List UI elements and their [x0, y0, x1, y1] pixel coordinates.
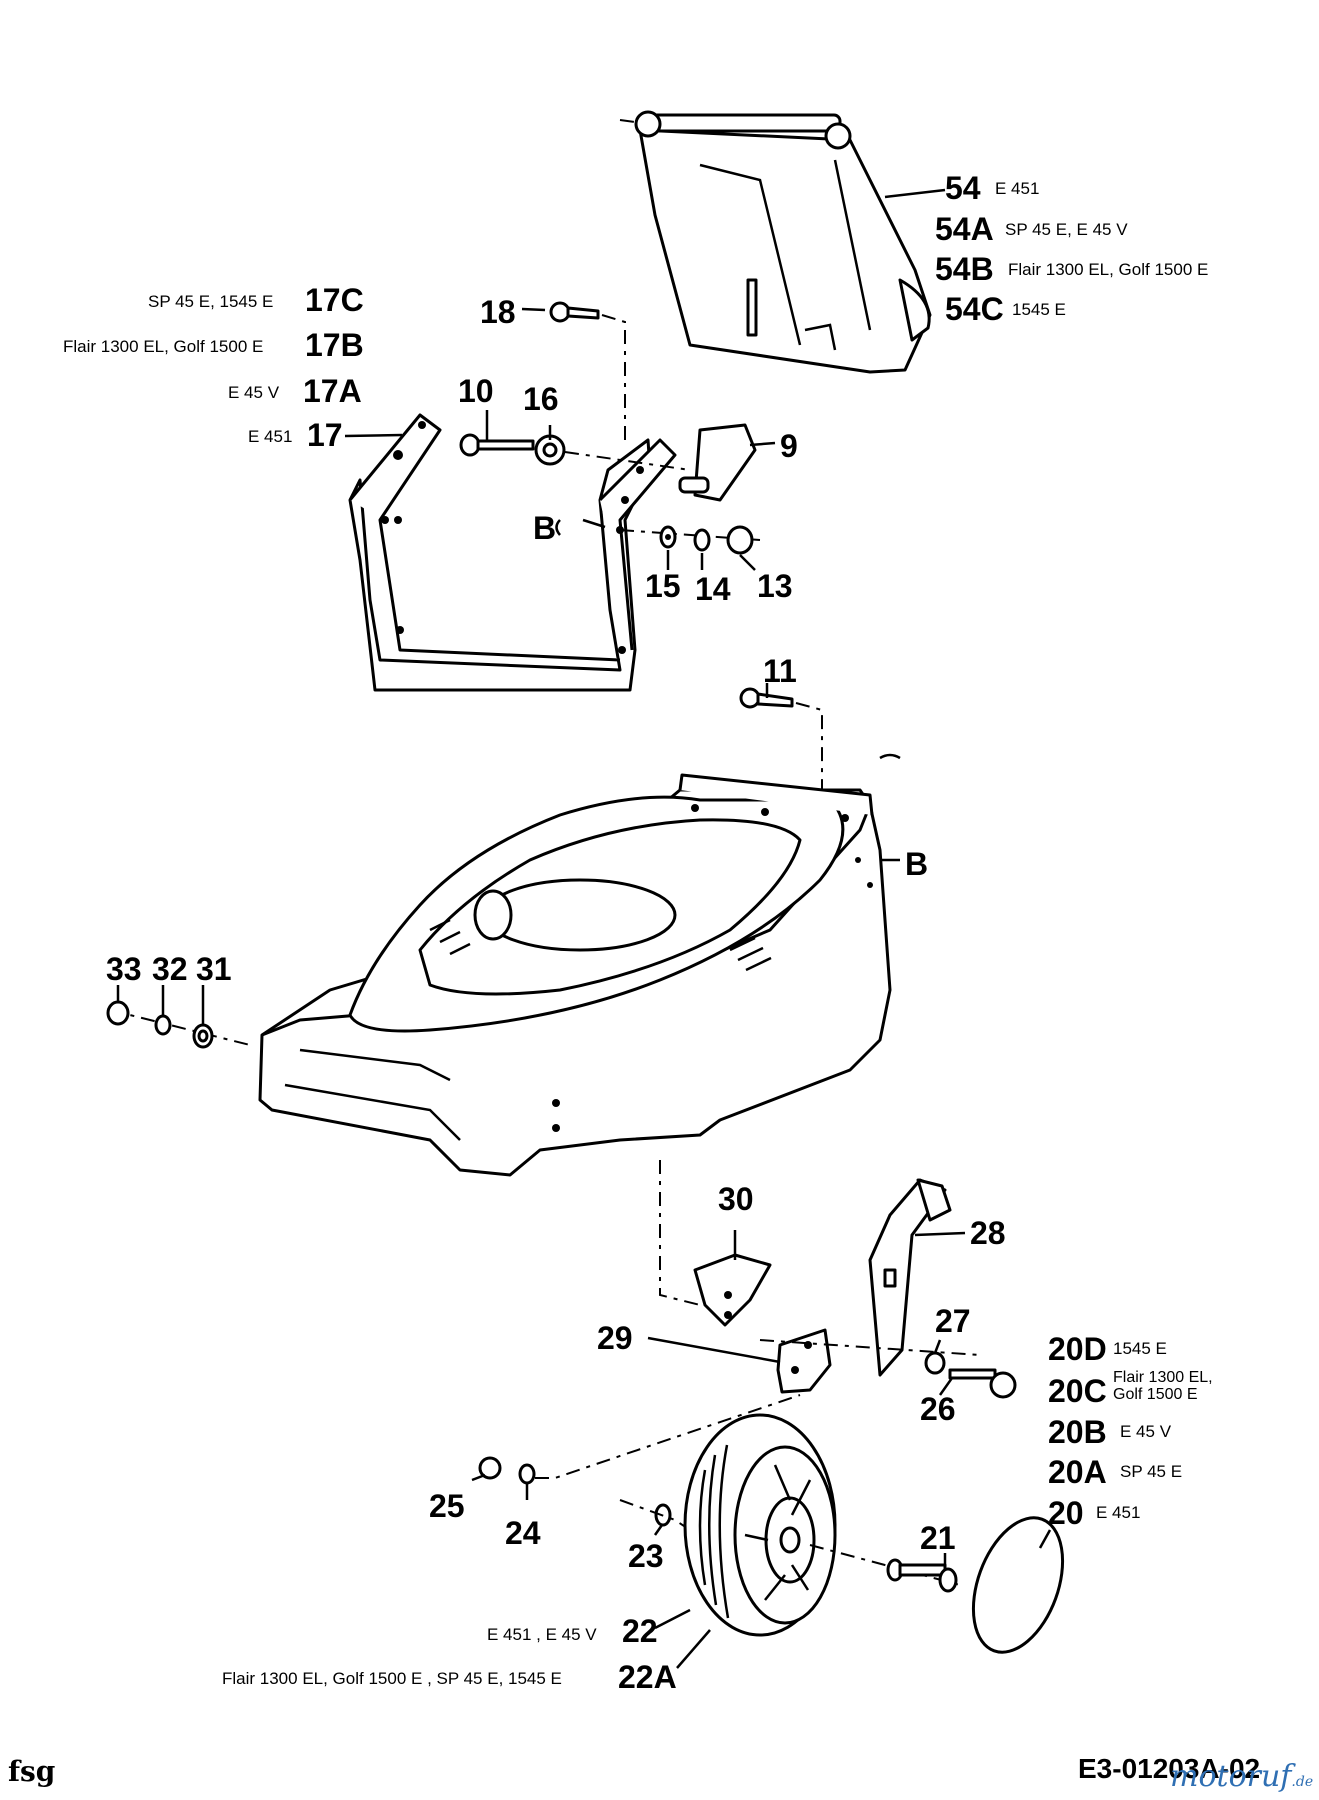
label-22A: 22A: [618, 1659, 677, 1695]
bolt-10-and-nut-16: [459, 433, 691, 471]
bracket-29: [776, 1328, 832, 1394]
label-30: 30: [718, 1181, 754, 1217]
fasteners-31-32-33: [106, 1000, 251, 1049]
label-9: 9: [780, 428, 798, 464]
label-32: 32: [152, 951, 188, 987]
bracket-30: [693, 1253, 772, 1327]
label-20D: 20D: [1048, 1331, 1107, 1367]
bolt-26-and-nut-27: [924, 1351, 1017, 1399]
drawing-code: E3-01203A-02: [1078, 1753, 1261, 1784]
label-23: 23: [628, 1538, 664, 1574]
label-33: 33: [106, 951, 142, 987]
footer-left-mark: fsg: [8, 1755, 56, 1788]
note-17: E 451: [248, 427, 293, 446]
height-adjuster-28: [868, 1178, 952, 1377]
label-17A: 17A: [303, 373, 362, 409]
label-17: 17: [307, 417, 343, 453]
screw-18: [549, 301, 626, 440]
clamp-9: [678, 423, 757, 502]
note-54: E 451: [995, 179, 1040, 198]
leader-lines: [116, 188, 1052, 1669]
mower-deck: [258, 773, 892, 1177]
fasteners-24-25: [478, 1394, 801, 1485]
label-27: 27: [935, 1303, 971, 1339]
hubcap-20: [971, 1516, 1065, 1654]
label-54A: 54A: [935, 211, 994, 247]
note-22: E 451 , E 45 V: [487, 1625, 597, 1644]
label-24: 24: [505, 1515, 541, 1551]
note-54C: 1545 E: [1012, 300, 1066, 319]
note-22A: Flair 1300 EL, Golf 1500 E , SP 45 E, 15…: [222, 1669, 562, 1688]
label-25: 25: [429, 1488, 465, 1524]
label-B-lower: B: [905, 846, 929, 882]
watermark-name: motoruf: [1170, 1759, 1292, 1794]
label-18: 18: [480, 294, 516, 330]
label-16: 16: [523, 381, 559, 417]
note-20B: E 45 V: [1120, 1422, 1172, 1441]
fasteners-13-14-15: [619, 525, 761, 555]
label-20: 20: [1048, 1495, 1084, 1531]
label-28: 28: [970, 1215, 1006, 1251]
label-21: 21: [920, 1520, 956, 1556]
wheel-22: [683, 1413, 837, 1637]
label-26: 26: [920, 1391, 956, 1427]
label-B-upper: B: [533, 510, 557, 546]
note-20: E 451: [1096, 1503, 1141, 1522]
label-11: 11: [763, 653, 797, 689]
label-20A: 20A: [1048, 1454, 1107, 1490]
label-54B: 54B: [935, 251, 994, 287]
grass-catcher: [619, 110, 932, 374]
label-15: 15: [645, 568, 681, 604]
note-54A: SP 45 E, E 45 V: [1005, 220, 1128, 239]
bolt-21: [809, 1544, 961, 1593]
note-54B: Flair 1300 EL, Golf 1500 E: [1008, 260, 1209, 279]
watermark: motoruf.de: [1170, 1762, 1313, 1792]
note-17C: SP 45 E, 1545 E: [148, 292, 274, 311]
label-13: 13: [757, 568, 793, 604]
label-54C: 54C: [945, 291, 1004, 327]
label-17C: 17C: [305, 282, 364, 318]
label-29: 29: [597, 1320, 633, 1356]
label-54: 54: [945, 170, 981, 206]
note-20D: 1545 E: [1113, 1339, 1167, 1358]
note-20A: SP 45 E: [1120, 1462, 1183, 1481]
label-31: 31: [196, 951, 232, 987]
label-10: 10: [458, 373, 494, 409]
note-17A: E 45 V: [228, 383, 280, 402]
washer-23: [619, 1499, 691, 1531]
handle-frame: [348, 413, 677, 692]
label-22: 22: [622, 1613, 658, 1649]
label-14: 14: [695, 571, 731, 607]
label-20B: 20B: [1048, 1414, 1107, 1450]
note-17B: Flair 1300 EL, Golf 1500 E: [63, 337, 264, 356]
label-20C: 20C: [1048, 1373, 1107, 1409]
note-20C: Flair 1300 EL, Golf 1500 E: [1113, 1369, 1213, 1403]
label-17B: 17B: [305, 327, 364, 363]
watermark-tld: .de: [1291, 1774, 1314, 1790]
